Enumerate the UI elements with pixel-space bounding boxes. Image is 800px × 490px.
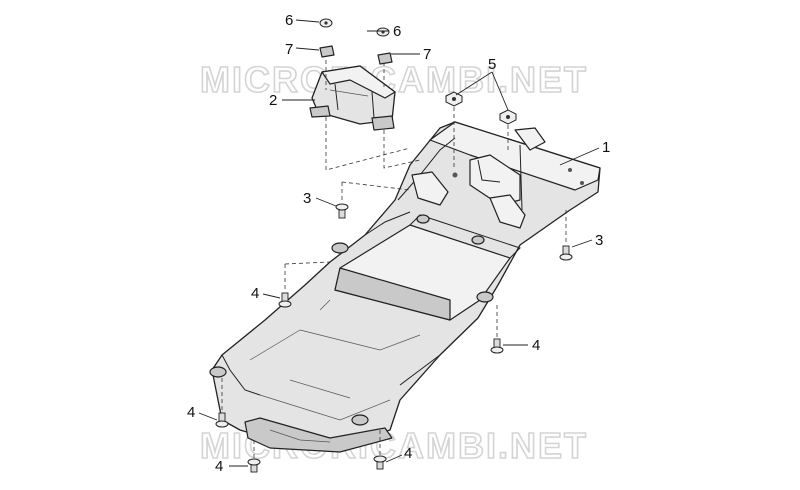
screw-part-4-b: [490, 338, 504, 354]
screw-part-4-a: [278, 292, 292, 308]
nut-part-6-right: [376, 27, 390, 37]
assembly-guide-lines: [221, 60, 567, 462]
screw-part-3-right: [559, 245, 573, 261]
callout-3a: 3: [303, 190, 311, 207]
screw-part-3-left: [335, 203, 349, 219]
undertray-part-1: [209, 121, 601, 453]
callout-5: 5: [488, 56, 496, 73]
callout-4e: 4: [404, 445, 412, 462]
leader-lines: [198, 19, 600, 467]
screw-part-4-c: [215, 412, 229, 428]
callout-labels: 6 6 7 7 5 2 1 3 3 4 4 4 4 4: [187, 12, 610, 475]
callout-7a: 7: [285, 41, 293, 58]
callout-4c: 4: [187, 404, 195, 421]
callout-3b: 3: [595, 232, 603, 249]
callout-6b: 6: [393, 23, 401, 40]
nut-part-5-left: [445, 91, 463, 107]
clip-part-7-left: [319, 45, 335, 58]
callout-7b: 7: [423, 46, 431, 63]
bracket-part-2: [309, 65, 396, 131]
callout-1: 1: [602, 139, 610, 156]
screw-part-4-e: [373, 455, 387, 470]
callout-6a: 6: [285, 12, 293, 29]
clip-part-7-right: [377, 52, 393, 65]
nut-part-5-right: [499, 109, 517, 125]
screw-part-4-d: [247, 458, 261, 473]
nut-part-6-left: [319, 18, 333, 28]
callout-4d: 4: [215, 458, 223, 475]
callout-4b: 4: [532, 337, 540, 354]
callout-2: 2: [269, 92, 277, 109]
callout-4a: 4: [251, 285, 259, 302]
